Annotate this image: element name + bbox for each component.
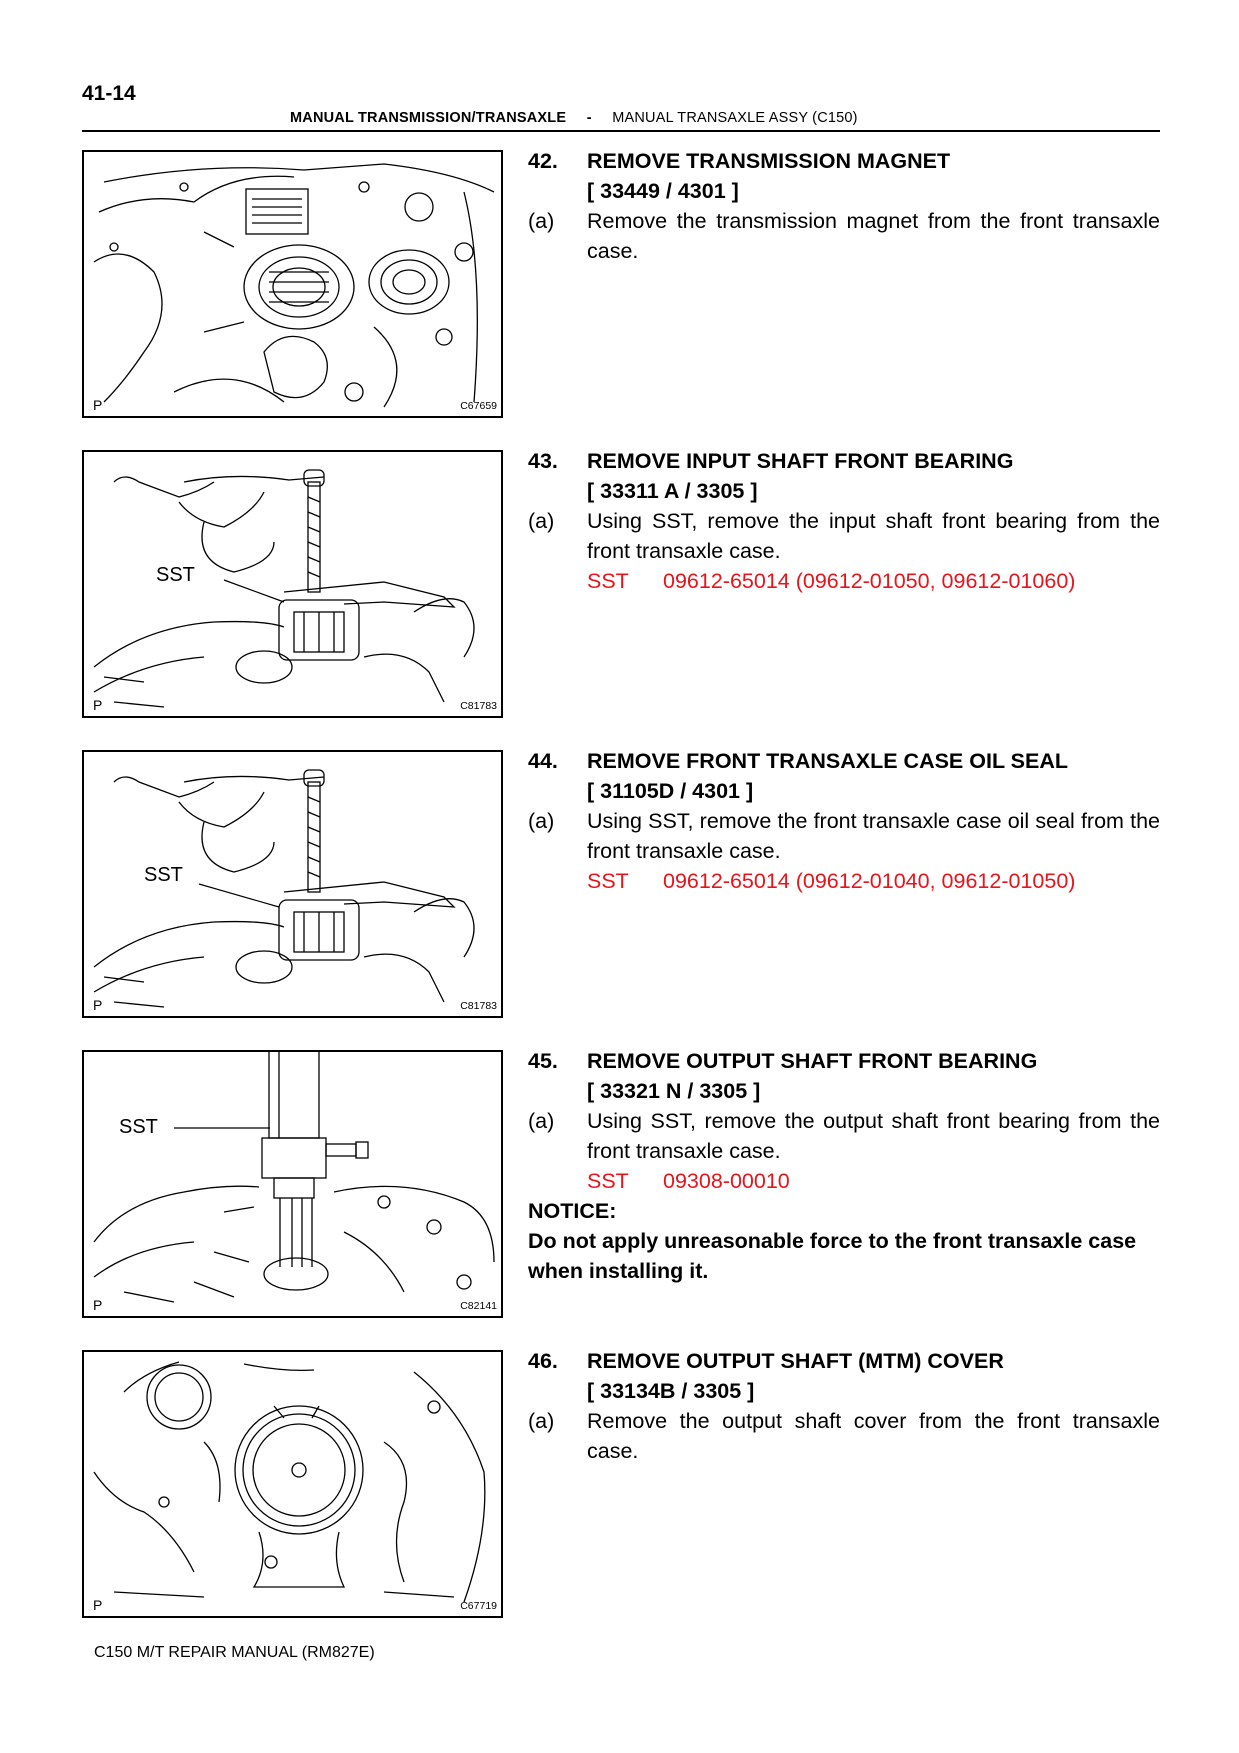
- step-46: 46. REMOVE OUTPUT SHAFT (MTM) COVER [ 33…: [528, 1346, 1160, 1466]
- figure-code: C67659: [460, 400, 497, 412]
- figure-case-oil-seal: SST P C81783: [82, 750, 503, 1018]
- step-number: 46.: [528, 1349, 558, 1373]
- step-item: (a) Using SST, remove the output shaft f…: [528, 1106, 1160, 1166]
- illustration-input-shaft-bearing: [93, 469, 475, 708]
- running-head: MANUAL TRANSMISSION/TRANSAXLE - MANUAL TRA…: [290, 110, 858, 126]
- item-text: Remove the output shaft cover from the f…: [587, 1409, 1160, 1463]
- figure-sst-callout: SST: [144, 864, 183, 886]
- figure-code: C81783: [460, 1000, 497, 1012]
- item-label: (a): [528, 509, 555, 533]
- item-label: (a): [528, 809, 555, 833]
- sst-line: SST 09612-65014 (09612-01040, 09612-0105…: [528, 866, 1160, 896]
- step-code: [ 33311 A / 3305 ]: [587, 479, 758, 503]
- item-text: Using SST, remove the output shaft front…: [587, 1109, 1160, 1163]
- step-number: 44.: [528, 749, 558, 773]
- page-number: 41-14: [82, 82, 136, 105]
- figure-transmission-magnet: P C67659: [82, 150, 503, 418]
- figure-p-label: P: [93, 697, 103, 713]
- step-item: (a) Remove the transmission magnet from …: [528, 206, 1160, 266]
- step-heading: 46. REMOVE OUTPUT SHAFT (MTM) COVER: [528, 1346, 1160, 1376]
- step-heading: 45. REMOVE OUTPUT SHAFT FRONT BEARING: [528, 1046, 1160, 1076]
- item-label: (a): [528, 1109, 555, 1133]
- sst-label: SST: [587, 1169, 629, 1193]
- sst-label: SST: [587, 869, 629, 893]
- figure-output-shaft-cover: P C67719: [82, 1350, 503, 1618]
- item-label: (a): [528, 209, 555, 233]
- item-text: Remove the transmission magnet from the …: [587, 209, 1160, 263]
- figure-code: C81783: [460, 700, 497, 712]
- sst-value: 09612-65014 (09612-01040, 09612-01050): [663, 869, 1076, 893]
- header-separator: -: [586, 110, 592, 126]
- sst-value: 09308-00010: [663, 1169, 790, 1193]
- step-title: REMOVE FRONT TRANSAXLE CASE OIL SEAL: [587, 749, 1068, 773]
- step-item: (a) Using SST, remove the front transaxl…: [528, 806, 1160, 866]
- footer-manual-title: C150 M/T REPAIR MANUAL (RM827E): [94, 1644, 375, 1661]
- illustration-output-shaft-bearing: [93, 1052, 495, 1303]
- step-code: [ 33321 N / 3305 ]: [587, 1079, 761, 1103]
- figure-p-label: P: [93, 397, 103, 413]
- step-number: 43.: [528, 449, 558, 473]
- sst-label: SST: [587, 569, 629, 593]
- figure-p-label: P: [93, 1597, 103, 1613]
- step-42: 42. REMOVE TRANSMISSION MAGNET [ 33449 /…: [528, 146, 1160, 266]
- step-44: 44. REMOVE FRONT TRANSAXLE CASE OIL SEAL…: [528, 746, 1160, 896]
- step-code: [ 31105D / 4301 ]: [587, 779, 754, 803]
- section-title: MANUAL TRANSMISSION/TRANSAXLE: [290, 110, 567, 126]
- figure-p-label: P: [93, 997, 103, 1013]
- notice-title: NOTICE:: [528, 1199, 617, 1223]
- figure-input-shaft-bearing: SST P C81783: [82, 450, 503, 718]
- step-code: [ 33449 / 4301 ]: [587, 179, 739, 203]
- step-item: (a) Remove the output shaft cover from t…: [528, 1406, 1160, 1466]
- step-item: (a) Using SST, remove the input shaft fr…: [528, 506, 1160, 566]
- header-rule: [82, 130, 1160, 132]
- illustration-transmission-magnet: [93, 163, 495, 408]
- step-title: REMOVE INPUT SHAFT FRONT BEARING: [587, 449, 1014, 473]
- step-heading: 44. REMOVE FRONT TRANSAXLE CASE OIL SEAL: [528, 746, 1160, 776]
- step-code: [ 33134B / 3305 ]: [587, 1379, 755, 1403]
- illustration-case-oil-seal: [93, 769, 475, 1008]
- step-title: REMOVE OUTPUT SHAFT FRONT BEARING: [587, 1049, 1038, 1073]
- step-title: REMOVE TRANSMISSION MAGNET: [587, 149, 951, 173]
- figure-sst-callout: SST: [119, 1116, 158, 1138]
- step-number: 45.: [528, 1049, 558, 1073]
- illustration-output-shaft-cover: [93, 1361, 486, 1603]
- figure-p-label: P: [93, 1297, 103, 1313]
- item-text: Using SST, remove the input shaft front …: [587, 509, 1160, 563]
- figure-code: C67719: [460, 1600, 497, 1612]
- figure-code: C82141: [460, 1300, 497, 1312]
- step-title: REMOVE OUTPUT SHAFT (MTM) COVER: [587, 1349, 1004, 1373]
- item-text: Using SST, remove the front transaxle ca…: [587, 809, 1160, 863]
- subsection-title: MANUAL TRANSAXLE ASSY (C150): [612, 110, 858, 126]
- figure-output-shaft-bearing: SST P C82141: [82, 1050, 503, 1318]
- sst-line: SST 09308-00010: [528, 1166, 1160, 1196]
- notice-text: Do not apply unreasonable force to the f…: [528, 1229, 1137, 1283]
- sst-value: 09612-65014 (09612-01050, 09612-01060): [663, 569, 1076, 593]
- step-heading: 43. REMOVE INPUT SHAFT FRONT BEARING: [528, 446, 1160, 476]
- figure-sst-callout: SST: [156, 564, 195, 586]
- step-45: 45. REMOVE OUTPUT SHAFT FRONT BEARING [ …: [528, 1046, 1160, 1286]
- sst-line: SST 09612-65014 (09612-01050, 09612-0106…: [528, 566, 1160, 596]
- step-heading: 42. REMOVE TRANSMISSION MAGNET: [528, 146, 1160, 176]
- step-43: 43. REMOVE INPUT SHAFT FRONT BEARING [ 3…: [528, 446, 1160, 596]
- step-number: 42.: [528, 149, 558, 173]
- item-label: (a): [528, 1409, 555, 1433]
